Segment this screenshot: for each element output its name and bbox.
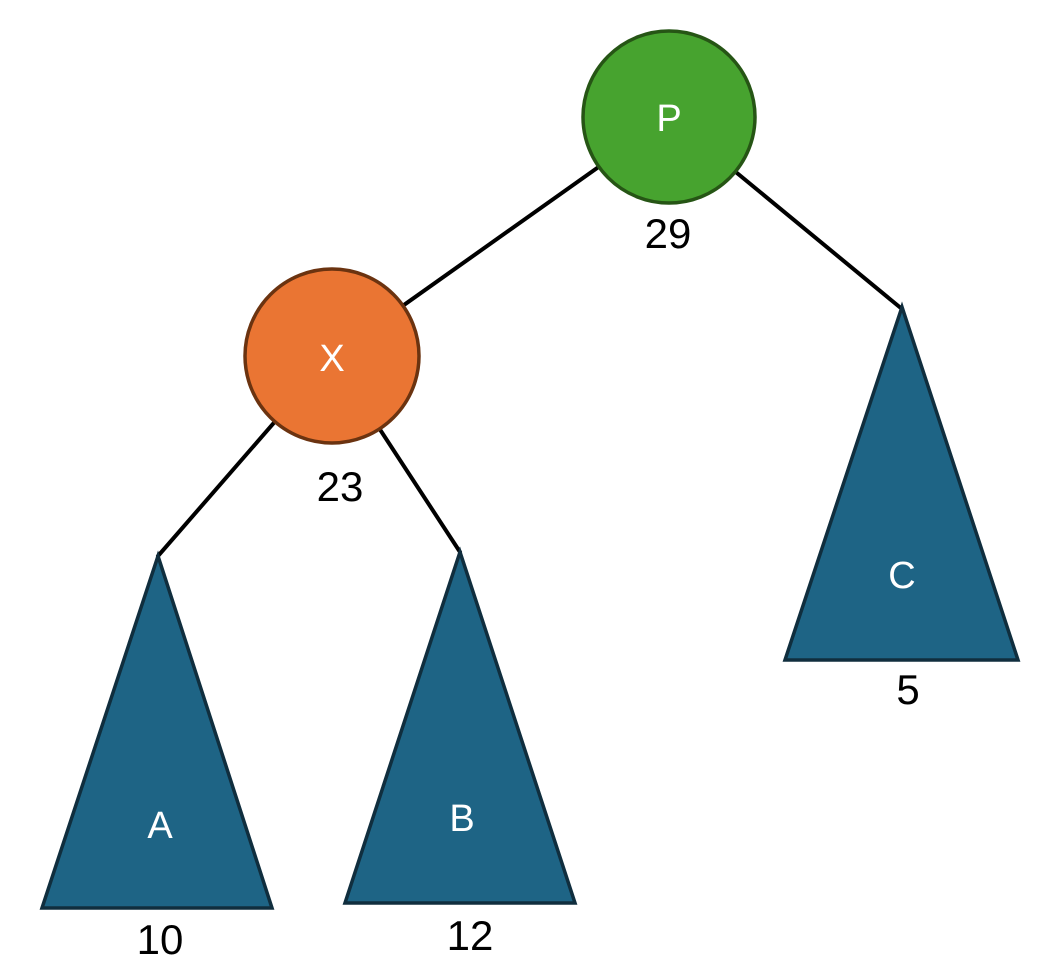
- subtree-a-value: 10: [137, 916, 184, 958]
- subtree-b-triangle: [342, 546, 578, 905]
- subtree-c-value: 5: [896, 666, 919, 713]
- subtree-c-label: C: [888, 555, 915, 597]
- node-p-circle: [581, 29, 757, 205]
- subtree-b-value: 12: [447, 912, 494, 958]
- subtree-a-label: A: [147, 805, 173, 847]
- node-x-value: 23: [317, 463, 364, 510]
- subtree-a-triangle: [39, 550, 275, 910]
- node-x-label: X: [319, 338, 344, 380]
- subtree-c-triangle: [782, 301, 1021, 662]
- node-p-label: P: [656, 98, 681, 140]
- subtree-b-label: B: [449, 798, 474, 840]
- node-x-circle: [243, 267, 421, 445]
- node-p-value: 29: [645, 210, 692, 257]
